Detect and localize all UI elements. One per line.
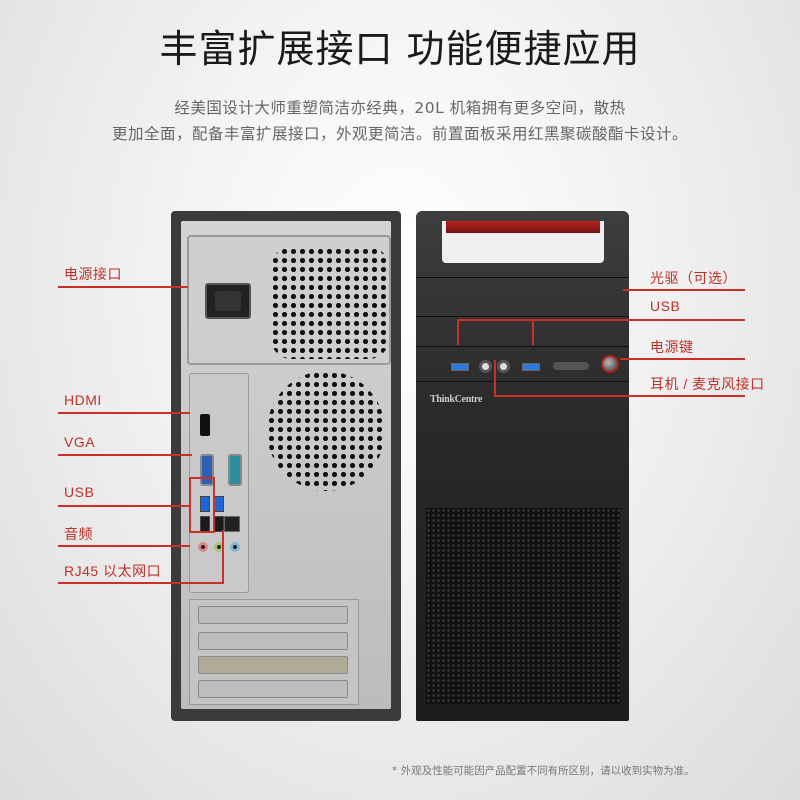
power-socket-icon: [205, 283, 251, 319]
bay-divider: [416, 381, 629, 382]
callout-rj45: RJ45 以太网口: [64, 563, 162, 579]
expansion-slot-cover: [198, 632, 348, 650]
callout-line: [494, 360, 496, 397]
carry-handle: [442, 221, 604, 263]
psu-fan-grille: [271, 247, 389, 359]
callout-optical-drive: 光驱（可选）: [650, 270, 737, 286]
page-subtitle-line-2: 更加全面，配备丰富扩展接口，外观更简洁。前置面板采用红黑聚碳酸酯卡设计。: [111, 125, 688, 143]
callout-line: [58, 412, 190, 414]
bay-divider: [416, 277, 629, 278]
front-usb3-port-icon: [522, 363, 540, 371]
callout-line: [457, 319, 459, 345]
audio-jack-pink-icon: [198, 542, 208, 552]
power-supply-unit: [187, 235, 391, 365]
callout-audio: 音频: [64, 526, 93, 542]
callout-line: [620, 358, 745, 360]
callout-line: [532, 319, 534, 345]
expansion-slots: [189, 599, 359, 705]
page-headline: 丰富扩展接口 功能便捷应用: [159, 27, 641, 71]
power-button-icon: [601, 355, 619, 373]
serial-port-icon: [228, 454, 242, 486]
card-reader-slot: [553, 362, 589, 370]
expansion-slot-cover: [198, 656, 348, 674]
optical-drive-bay: [416, 316, 629, 317]
disclaimer-footnote: * 外观及性能可能因产品配置不同有所区别，请以收到实物为准。: [392, 765, 695, 777]
callout-line: [222, 530, 224, 584]
usb3-port-icon: [214, 496, 224, 512]
back-chassis-panel: [181, 221, 391, 709]
usb-highlight-box: [189, 477, 215, 533]
callout-hdmi: HDMI: [64, 392, 102, 408]
callout-line: [494, 395, 745, 397]
callout-line: [58, 286, 188, 288]
callout-power-connector: 电源接口: [64, 266, 122, 282]
bay-divider: [416, 346, 629, 347]
hdmi-port-icon: [200, 414, 210, 436]
callout-usb-front: USB: [650, 298, 681, 314]
page-subtitle-line-1: 经美国设计大师重塑简洁亦经典，20L 机箱拥有更多空间，散热: [174, 99, 626, 117]
tower-back-view: [171, 211, 401, 721]
callout-line: [58, 545, 190, 547]
callout-usb-rear: USB: [64, 484, 95, 500]
callout-headphone-mic: 耳机 / 麦克风接口: [650, 376, 765, 392]
rear-fan-grille: [267, 371, 385, 491]
callout-power-button: 电源键: [650, 339, 694, 355]
expansion-slot-cover: [198, 606, 348, 624]
callout-line: [58, 505, 190, 507]
front-usb3-port-icon: [451, 363, 469, 371]
usb3-port-icon: [200, 496, 210, 512]
front-io-row: [416, 351, 629, 379]
tower-front-view: ThinkCentre: [416, 211, 629, 721]
callout-line: [457, 319, 745, 321]
headphone-jack-icon: [479, 360, 492, 373]
thinkcentre-logo: ThinkCentre: [430, 394, 483, 405]
callout-line: [58, 454, 192, 456]
expansion-slot-cover: [198, 680, 348, 698]
rj45-port-icon: [224, 516, 240, 532]
audio-jack-blue-icon: [230, 542, 240, 552]
front-ventilation-grille: [426, 508, 620, 704]
callout-vga: VGA: [64, 434, 96, 450]
callout-line: [623, 289, 745, 291]
callout-line: [58, 582, 224, 584]
microphone-jack-icon: [497, 360, 510, 373]
